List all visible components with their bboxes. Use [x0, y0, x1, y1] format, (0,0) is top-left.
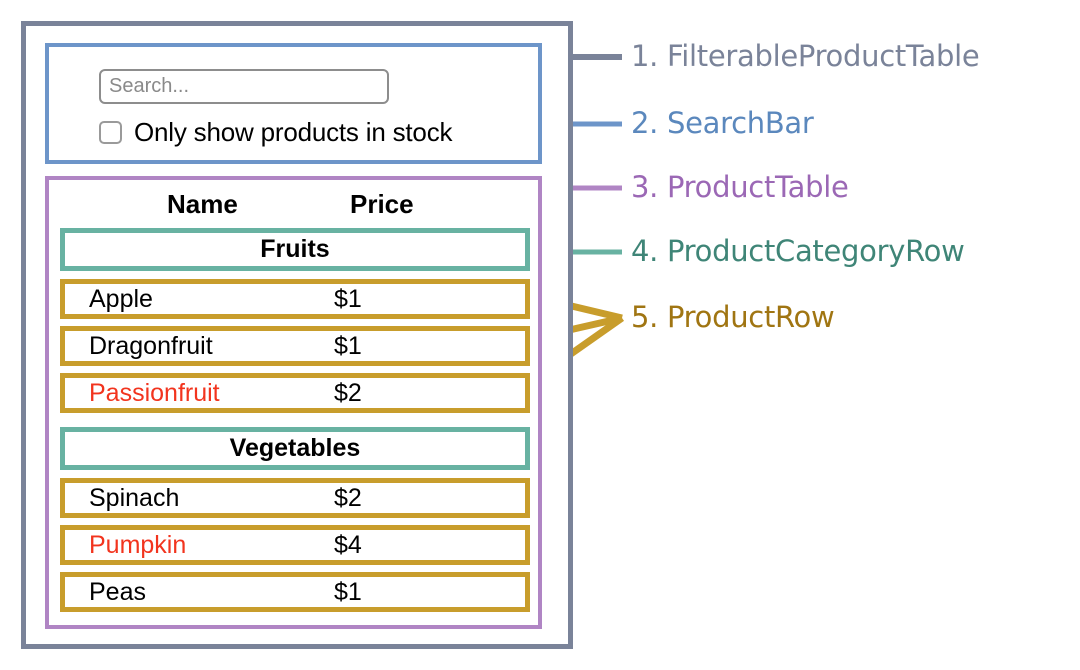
- product-name: Apple: [89, 285, 153, 313]
- product-category-row: Vegetables: [60, 427, 530, 470]
- product-row: Dragonfruit $1: [60, 326, 530, 366]
- unchecked-square-icon[interactable]: [99, 120, 122, 144]
- callout-label-2: 2. SearchBar: [631, 106, 814, 140]
- callout-name-2: SearchBar: [667, 106, 814, 140]
- product-table: Name Price Fruits Apple $1 Dragonfruit $…: [45, 176, 542, 629]
- callout-number-1: 1.: [631, 39, 659, 73]
- product-row: Apple $1: [60, 279, 530, 319]
- callout-name-1: FilterableProductTable: [667, 39, 980, 73]
- callout-number-5: 5.: [631, 300, 659, 334]
- product-price: $2: [334, 379, 362, 407]
- product-price: $1: [334, 578, 362, 606]
- callout-number-4: 4.: [631, 234, 659, 268]
- callout-label-3: 3. ProductTable: [631, 170, 849, 204]
- callout-number-3: 3.: [631, 170, 659, 204]
- in-stock-filter[interactable]: Only show products in stock: [99, 115, 452, 149]
- product-category-row: Fruits: [60, 228, 530, 271]
- product-name: Dragonfruit: [89, 332, 213, 360]
- product-table-header: Name Price: [49, 183, 538, 225]
- product-row: Peas $1: [60, 572, 530, 612]
- search-input[interactable]: [99, 69, 389, 104]
- callout-name-3: ProductTable: [667, 170, 849, 204]
- product-price: $4: [334, 531, 362, 559]
- callout-name-4: ProductCategoryRow: [667, 234, 965, 268]
- callout-name-5: ProductRow: [667, 300, 835, 334]
- callout-label-4: 4. ProductCategoryRow: [631, 234, 965, 268]
- product-price: $2: [334, 484, 362, 512]
- column-header-price: Price: [350, 189, 414, 219]
- in-stock-filter-label: Only show products in stock: [134, 116, 453, 147]
- search-bar: Only show products in stock: [45, 43, 542, 164]
- product-name: Peas: [89, 578, 146, 606]
- product-row: Pumpkin $4: [60, 525, 530, 565]
- filterable-product-table: Only show products in stock Name Price F…: [21, 21, 573, 649]
- callout-label-1: 1. FilterableProductTable: [631, 39, 980, 73]
- product-price: $1: [334, 285, 362, 313]
- product-category-label: Fruits: [260, 235, 330, 263]
- product-name: Spinach: [89, 484, 180, 512]
- product-row: Passionfruit $2: [60, 373, 530, 413]
- product-row: Spinach $2: [60, 478, 530, 518]
- callout-number-2: 2.: [631, 106, 659, 140]
- column-header-name: Name: [167, 189, 238, 219]
- product-price: $1: [334, 332, 362, 360]
- product-name: Passionfruit: [89, 379, 220, 407]
- product-category-label: Vegetables: [229, 434, 361, 462]
- product-name: Pumpkin: [89, 531, 187, 559]
- callout-label-5: 5. ProductRow: [631, 300, 835, 334]
